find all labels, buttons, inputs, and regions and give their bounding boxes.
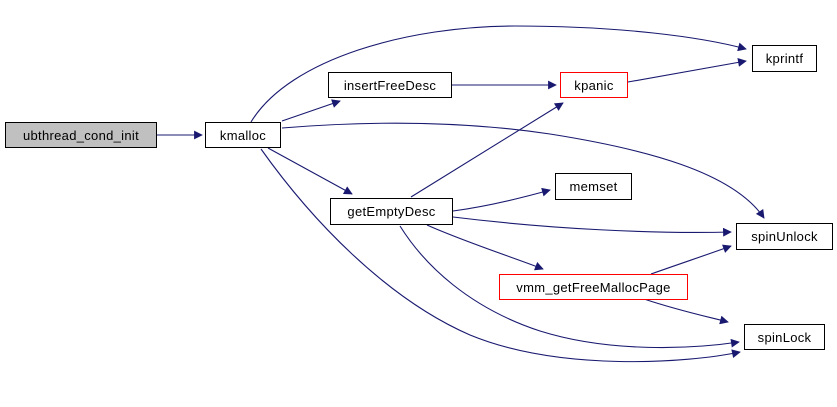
node-vmm_getFreeMallocPage-label: vmm_getFreeMallocPage: [516, 279, 671, 295]
edge-vmm_getFreeMallocPage-to-spinUnlock: [650, 244, 732, 275]
node-kmalloc-label: kmalloc: [219, 127, 267, 143]
node-spinLock-label: spinLock: [757, 329, 812, 345]
edge-kmalloc-to-spinUnlock: [281, 122, 765, 219]
edge-kmalloc-to-insertFreeDesc: [281, 99, 341, 122]
node-getEmptyDesc-label: getEmptyDesc: [347, 204, 436, 219]
edge-kmalloc-to-spinLock: [260, 148, 741, 363]
node-kpanic[interactable]: kpanic: [560, 72, 628, 98]
edge-kpanic-to-kprintf: [627, 58, 747, 83]
edge-getEmptyDesc-to-kpanic: [410, 102, 564, 198]
node-ubthread_cond_init-label: ubthread_cond_init: [23, 127, 139, 143]
node-spinLock[interactable]: spinLock: [744, 324, 825, 350]
edge-vmm_getFreeMallocPage-to-spinLock: [643, 298, 729, 325]
node-kpanic-label: kpanic: [574, 77, 614, 93]
edge-getEmptyDesc-to-spinUnlock: [452, 216, 732, 237]
node-memset[interactable]: memset: [555, 173, 632, 200]
node-kprintf[interactable]: kprintf: [752, 45, 817, 72]
edge-getEmptyDesc-to-vmm_getFreeMallocPage: [426, 224, 544, 271]
edge-kmalloc-to-getEmptyDesc: [267, 147, 353, 195]
node-spinUnlock[interactable]: spinUnlock: [736, 223, 833, 250]
edge-kmalloc-to-kprintf: [250, 25, 747, 123]
edge-getEmptyDesc-to-memset: [452, 187, 551, 212]
node-kprintf-label: kprintf: [765, 51, 804, 66]
node-spinUnlock-label: spinUnlock: [751, 229, 818, 244]
node-memset-label: memset: [569, 179, 618, 194]
node-insertFreeDesc[interactable]: insertFreeDesc: [328, 72, 452, 98]
node-getEmptyDesc[interactable]: getEmptyDesc: [330, 198, 453, 225]
node-kmalloc[interactable]: kmalloc: [205, 122, 281, 148]
edge-getEmptyDesc-to-spinLock: [399, 225, 740, 349]
node-ubthread_cond_init: ubthread_cond_init: [5, 122, 157, 148]
node-insertFreeDesc-label: insertFreeDesc: [343, 77, 437, 93]
node-vmm_getFreeMallocPage[interactable]: vmm_getFreeMallocPage: [499, 274, 688, 300]
